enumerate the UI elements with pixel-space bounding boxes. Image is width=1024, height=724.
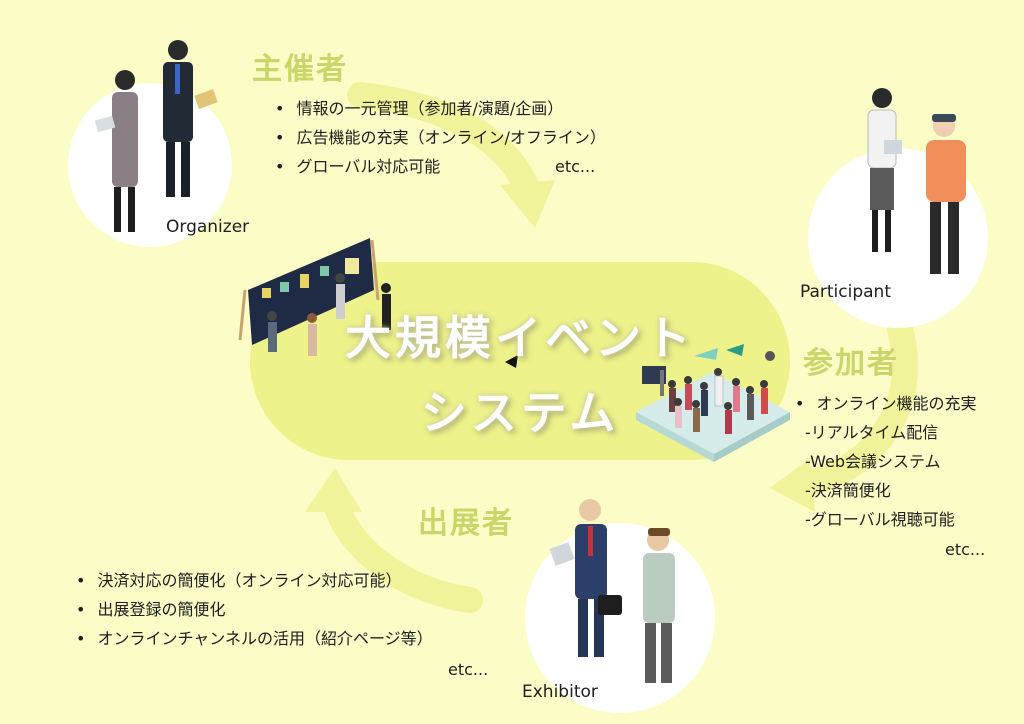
exhibitor-caption: Exhibitor (522, 682, 598, 702)
cycle-arrow-right (770, 317, 919, 512)
participant-feature-list: オンライン機能の充実 (795, 389, 976, 418)
exhibitor-feature-item: 決済対応の簡便化（オンライン対応可能） (76, 566, 433, 595)
participant-illustration (867, 88, 966, 274)
exhibitor-feature-item: オンラインチャンネルの活用（紹介ページ等） (76, 624, 432, 653)
participant-etc: etc... (945, 540, 986, 559)
event-floor-illustration (636, 344, 790, 462)
exhibitor-feature-list: 決済対応の簡便化（オンライン対応可能） 出展登録の簡便化 オンラインチャンネルの… (76, 566, 433, 653)
participant-sub-feature-item: -グローバル視聴可能 (805, 510, 955, 529)
organizer-feature-item: 広告機能の充実（オンライン/オフライン） (275, 123, 605, 152)
organizer-feature-list: 情報の一元管理（参加者/演題/企画） 広告機能の充実（オンライン/オフライン） … (275, 94, 606, 181)
center-title-line2: システム (420, 386, 620, 440)
organizer-title: 主催者 (252, 52, 348, 87)
cursor-icon (505, 355, 518, 368)
organizer-feature-item: 情報の一元管理（参加者/演題/企画） (275, 94, 606, 123)
board-illustration (238, 238, 391, 356)
center-title-line1: 大規模イベント (345, 311, 695, 365)
exhibitor-title: 出展者 (418, 506, 514, 541)
participant-sub-feature-item: -リアルタイム配信 (805, 423, 939, 442)
participant-caption: Participant (800, 282, 892, 302)
participant-sub-feature-item: -決済簡便化 (805, 481, 891, 500)
participant-feature-item: オンライン機能の充実 (795, 389, 976, 418)
exhibitor-illustration (549, 499, 675, 683)
organizer-etc: etc... (555, 157, 596, 176)
cycle-arrow-left (305, 468, 483, 613)
participant-title: 参加者 (803, 346, 899, 381)
exhibitor-feature-item: 出展登録の簡便化 (76, 595, 433, 624)
exhibitor-etc: etc... (448, 660, 489, 679)
organizer-caption: Organizer (166, 217, 250, 237)
organizer-feature-item: グローバル対応可能 (275, 152, 606, 181)
organizer-illustration (94, 40, 218, 232)
participant-sub-feature-list: -リアルタイム配信 -Web会議システム -決済簡便化 -グローバル視聴可能 (805, 418, 955, 534)
participant-sub-feature-item: -Web会議システム (805, 452, 941, 471)
